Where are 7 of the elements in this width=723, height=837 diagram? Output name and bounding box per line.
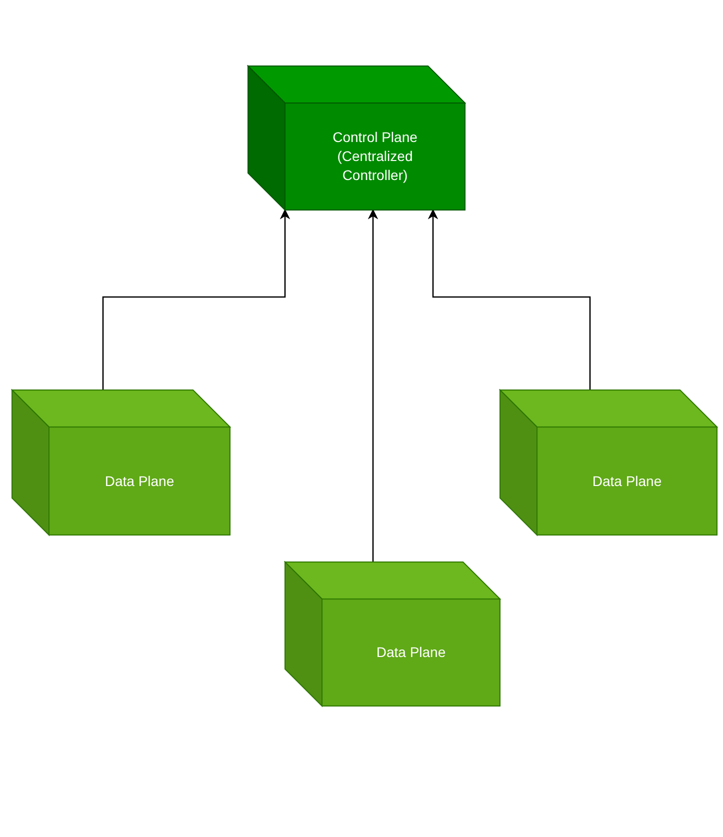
arrow (428, 208, 591, 390)
cube-label: Data Plane (104, 472, 174, 490)
cube-label: Data Plane (376, 643, 446, 662)
arrow (368, 208, 378, 562)
arrow (102, 208, 290, 390)
cube-label: Control Plane (Centralized Controller) (332, 128, 418, 185)
cube-label: Data Plane (592, 472, 662, 490)
